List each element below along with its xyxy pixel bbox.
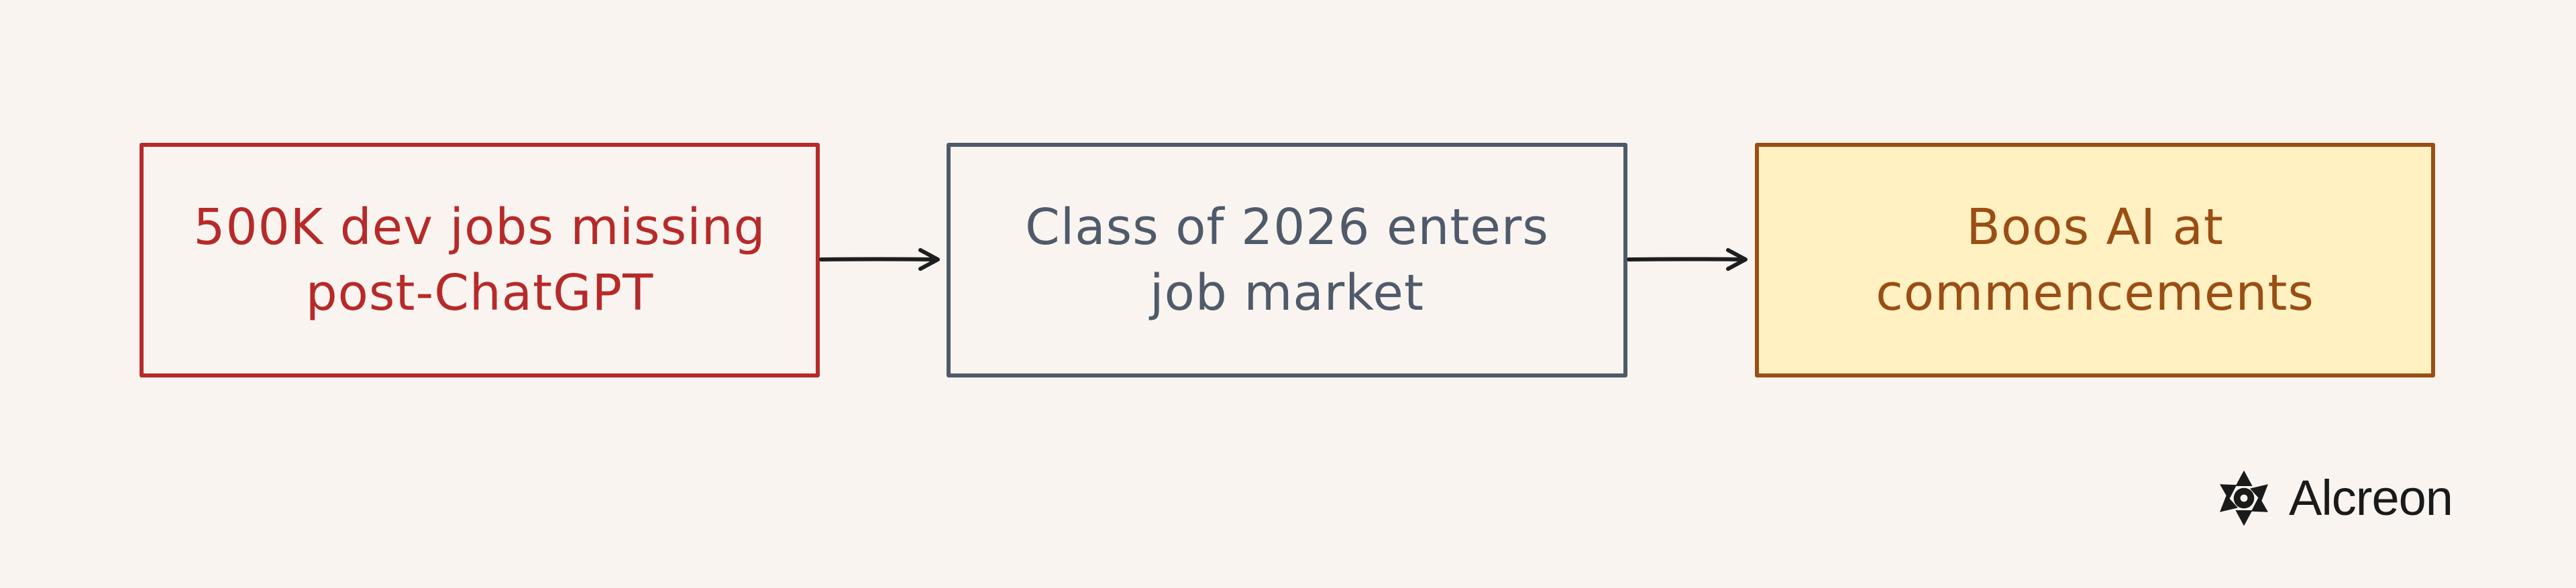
brand-logo: Alcreon [2214,466,2453,530]
node-boos-ai-label: Boos AI at commencements [1876,198,2314,322]
node-jobs-missing: 500K dev jobs missing post-ChatGPT [140,143,820,377]
node-class-2026-label: Class of 2026 enters job market [1025,198,1549,322]
edge-arrow-1 [819,248,940,271]
node-boos-ai: Boos AI at commencements [1755,143,2435,377]
brand-name: Alcreon [2289,470,2453,526]
edge-arrow-2 [1627,248,1748,271]
node-class-2026: Class of 2026 enters job market [947,143,1627,377]
node-jobs-missing-label: 500K dev jobs missing post-ChatGPT [193,198,766,322]
alcreon-logo-icon [2220,470,2268,526]
